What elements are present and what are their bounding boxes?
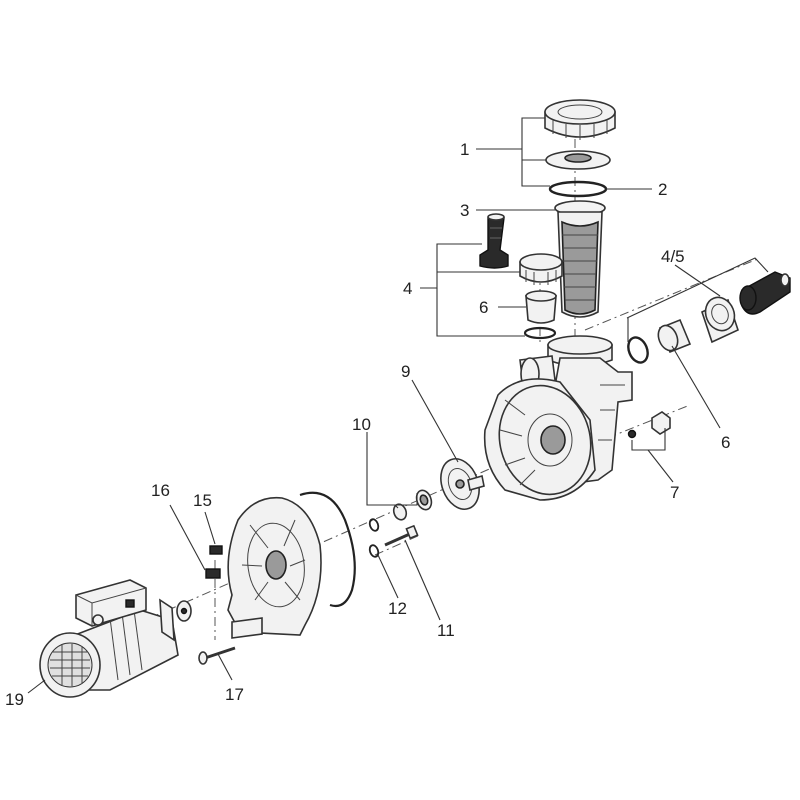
part-7-drain-plug xyxy=(627,411,671,439)
label-part-9: 9 xyxy=(401,362,410,381)
part-6-union-sleeve-right xyxy=(657,318,692,354)
label-part-11: 11 xyxy=(437,621,455,640)
part-3-strainer-basket xyxy=(554,200,606,318)
label-part-16: 16 xyxy=(151,481,170,500)
part-4-5-hose-tail xyxy=(739,271,791,315)
label-part-19: 19 xyxy=(5,690,24,709)
label-part-6-left: 6 xyxy=(479,298,488,317)
part-19-motor xyxy=(39,579,179,698)
label-part-7: 7 xyxy=(670,483,679,502)
part-2-lid-o-ring xyxy=(548,180,608,198)
part-4-union-nut xyxy=(519,253,563,285)
label-part-2: 2 xyxy=(658,180,667,199)
part-17-screw xyxy=(198,646,236,665)
leader-lines xyxy=(27,117,769,694)
part-1-lid xyxy=(545,150,611,170)
label-part-10: 10 xyxy=(352,415,371,434)
part-12-o-ring xyxy=(368,544,380,558)
part-6-union-sleeve-left xyxy=(525,290,557,324)
part-11-bolt xyxy=(384,524,419,547)
seal-plate xyxy=(227,496,322,639)
shaft-washer xyxy=(176,600,192,622)
label-part-1: 1 xyxy=(460,140,469,159)
label-part-17: 17 xyxy=(225,685,244,704)
label-part-4: 4 xyxy=(403,279,412,298)
label-part-3: 3 xyxy=(460,201,469,220)
label-part-4-5: 4/5 xyxy=(661,247,685,266)
part-4-5-o-ring xyxy=(627,336,649,364)
label-part-6-right: 6 xyxy=(721,433,730,452)
part-labels: 1 2 3 4 4/5 6 6 7 9 10 11 12 15 16 17 19 xyxy=(5,140,730,709)
part-1-lid-ring xyxy=(544,99,616,140)
part-10-mechanical-seal xyxy=(368,489,433,532)
label-part-12: 12 xyxy=(388,599,407,618)
part-4-5-union-nut xyxy=(701,296,739,344)
part-16-block xyxy=(205,568,221,579)
label-part-15: 15 xyxy=(193,491,212,510)
pump-body xyxy=(483,335,633,501)
part-4-hose-tail xyxy=(479,213,509,269)
part-9-impeller xyxy=(440,458,485,510)
part-15-block xyxy=(209,545,223,555)
part-4-o-ring xyxy=(523,326,557,340)
housing-gasket xyxy=(299,491,356,608)
